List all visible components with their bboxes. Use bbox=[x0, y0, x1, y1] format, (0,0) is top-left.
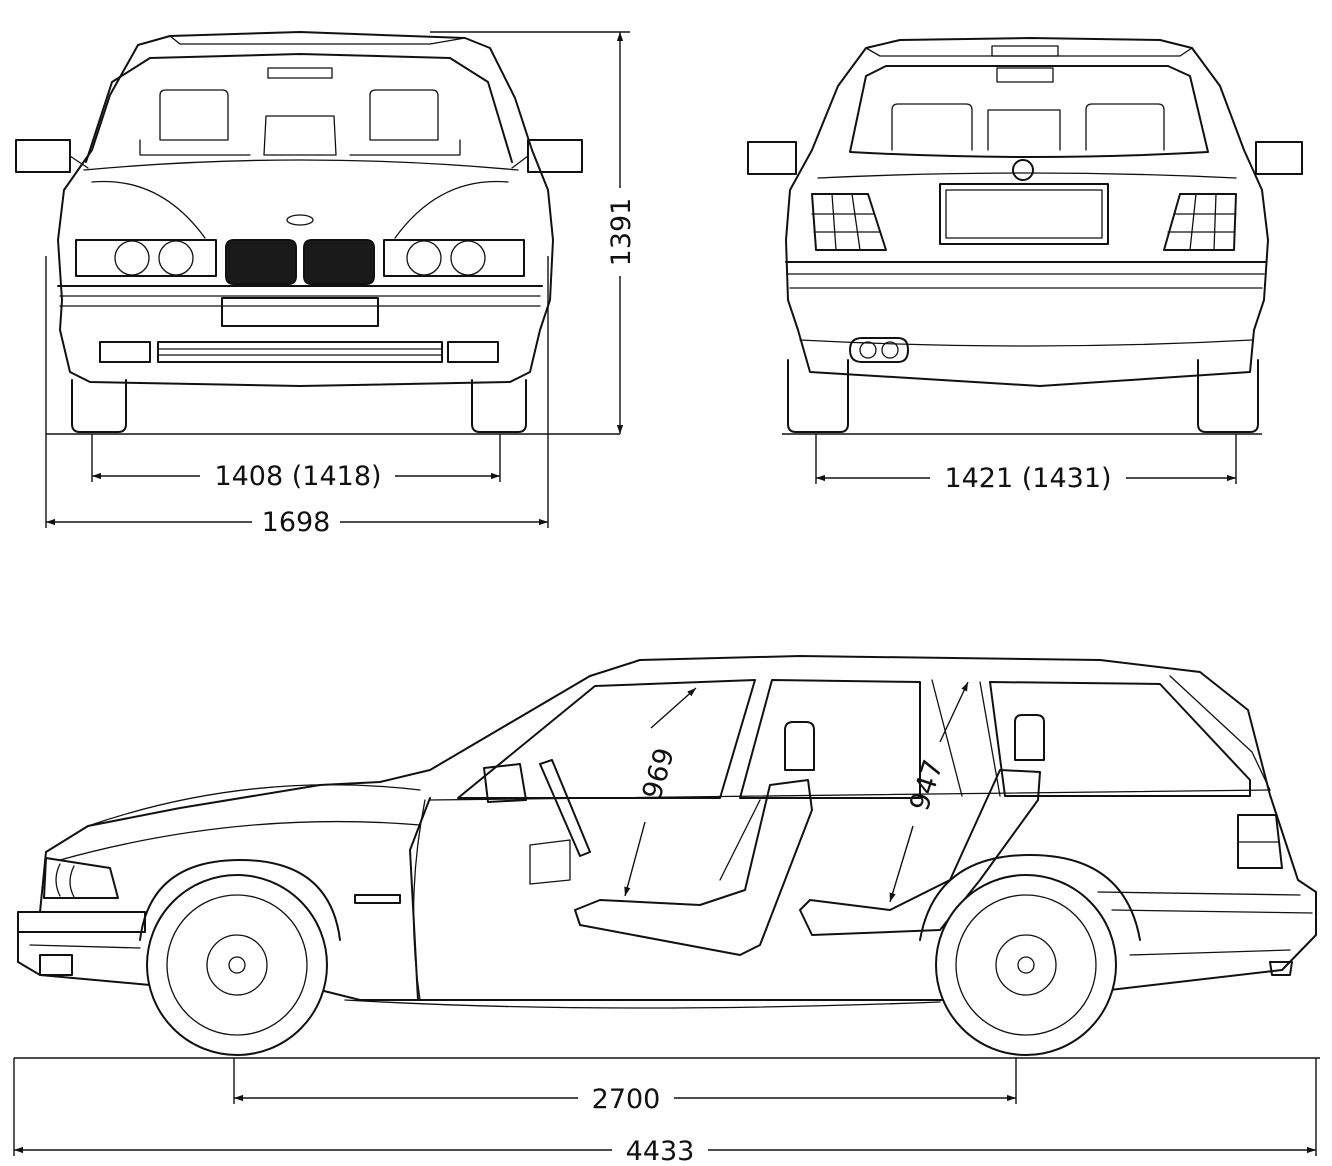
front-track-label: 1408 (1418) bbox=[214, 461, 381, 492]
rear-track-label: 1421 (1431) bbox=[944, 463, 1111, 494]
side-view bbox=[17, 655, 1317, 1056]
rear-headroom-label: 947 bbox=[904, 756, 949, 815]
rear-view bbox=[747, 37, 1303, 433]
front-view bbox=[15, 31, 583, 433]
wheelbase-label: 2700 bbox=[592, 1084, 661, 1115]
overall-height-label: 1391 bbox=[606, 198, 637, 267]
overall-length-label: 4433 bbox=[626, 1136, 695, 1161]
dimension-lines bbox=[13, 31, 1320, 1156]
front-headroom-label: 969 bbox=[637, 745, 681, 803]
overall-width-label: 1698 bbox=[262, 507, 331, 538]
